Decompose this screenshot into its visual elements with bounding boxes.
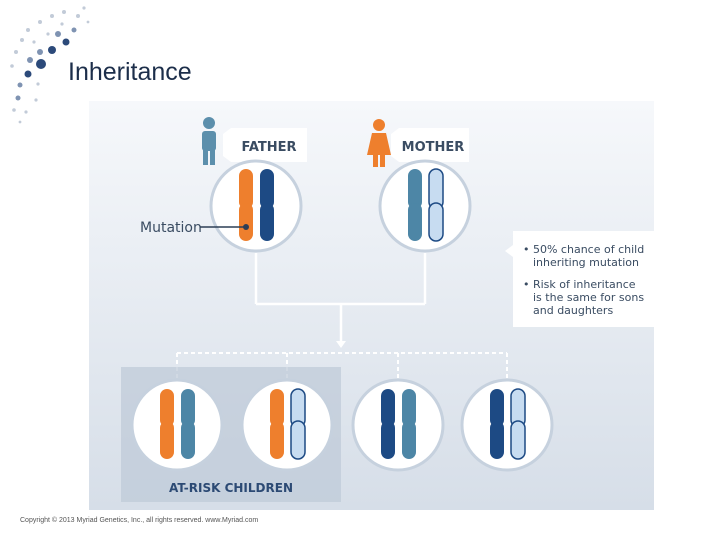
info-bullet-2-cont: is the same for sons — [533, 291, 644, 304]
father-tag: FATHER — [223, 128, 307, 162]
info-bullet-1-cont: inheriting mutation — [533, 256, 639, 269]
child-4-chromosome-pair — [460, 378, 554, 472]
mutation-label: Mutation — [140, 220, 202, 236]
father-normal-chromosome — [260, 169, 274, 241]
mutation-pointer-dot — [243, 224, 249, 230]
slide-title: Inheritance — [68, 58, 192, 86]
father-label: FATHER — [241, 140, 296, 155]
info-bullet-2: • Risk of inheritance — [523, 278, 636, 291]
mother-teal-chromosome — [408, 169, 422, 241]
mother-light-chromosome — [428, 168, 444, 242]
info-bullet-2-cont2: and daughters — [533, 304, 613, 317]
child-3-chromosome-pair — [351, 378, 445, 472]
mother-tag: MOTHER — [391, 128, 469, 162]
info-bullet-1: • 50% chance of child — [523, 243, 644, 256]
father-chromosome-pair — [209, 159, 303, 253]
mother-chromosome-pair — [378, 159, 472, 253]
decorative-dots-logo — [10, 6, 90, 124]
inheritance-diagram: FATHER MOTHER Mutation — [89, 101, 654, 510]
info-box: • 50% chance of child inheriting mutatio… — [505, 231, 654, 327]
father-mutated-chromosome — [239, 169, 253, 241]
child-2-chromosome-pair — [240, 378, 334, 472]
copyright-text: Copyright © 2013 Myriad Genetics, Inc., … — [20, 517, 259, 524]
at-risk-label: AT-RISK CHILDREN — [169, 481, 293, 495]
child-1-chromosome-pair — [130, 378, 224, 472]
father-figure-icon — [202, 117, 216, 165]
mother-figure-icon — [367, 119, 391, 167]
downward-arrowhead — [336, 341, 346, 348]
parent-connector-lines — [254, 253, 427, 343]
mother-label: MOTHER — [402, 140, 465, 155]
